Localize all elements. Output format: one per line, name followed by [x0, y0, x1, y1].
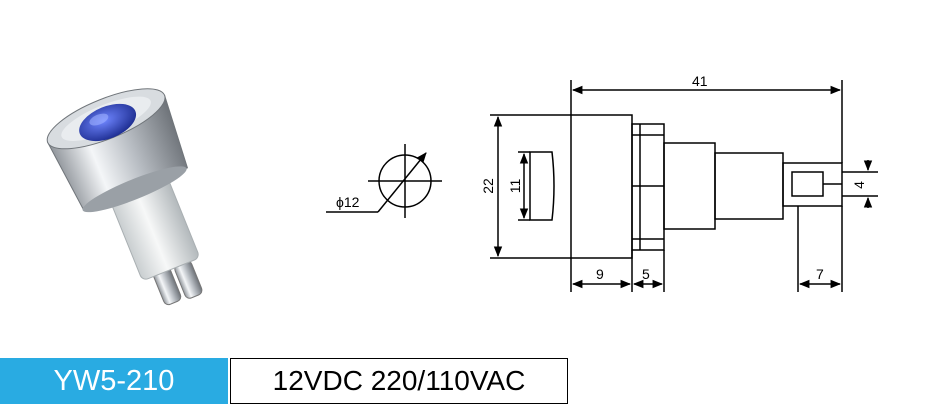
side-view	[490, 80, 878, 292]
dim-height: 22	[480, 178, 496, 194]
diameter-label: ϕ12	[336, 194, 360, 210]
side-bezel	[570, 114, 633, 259]
side-housing	[714, 152, 784, 220]
front-view-symbol	[326, 144, 442, 218]
dim-terminal-length: 7	[816, 266, 824, 282]
side-neck	[663, 142, 716, 230]
side-lens	[529, 151, 555, 221]
dim-flange: 5	[642, 266, 650, 282]
model-number-label: YW5-210	[0, 358, 228, 404]
diameter-arrow	[377, 152, 427, 213]
side-flange	[631, 123, 665, 251]
dim-lens-height: 11	[507, 179, 523, 194]
dim-overall-length: 41	[692, 73, 708, 89]
dim-lens-depth: 9	[596, 266, 604, 282]
indicator-lamp-photo	[46, 88, 203, 306]
dim-terminal-width: 4	[851, 181, 867, 189]
voltage-spec-label: 12VDC 220/110VAC	[230, 358, 568, 404]
